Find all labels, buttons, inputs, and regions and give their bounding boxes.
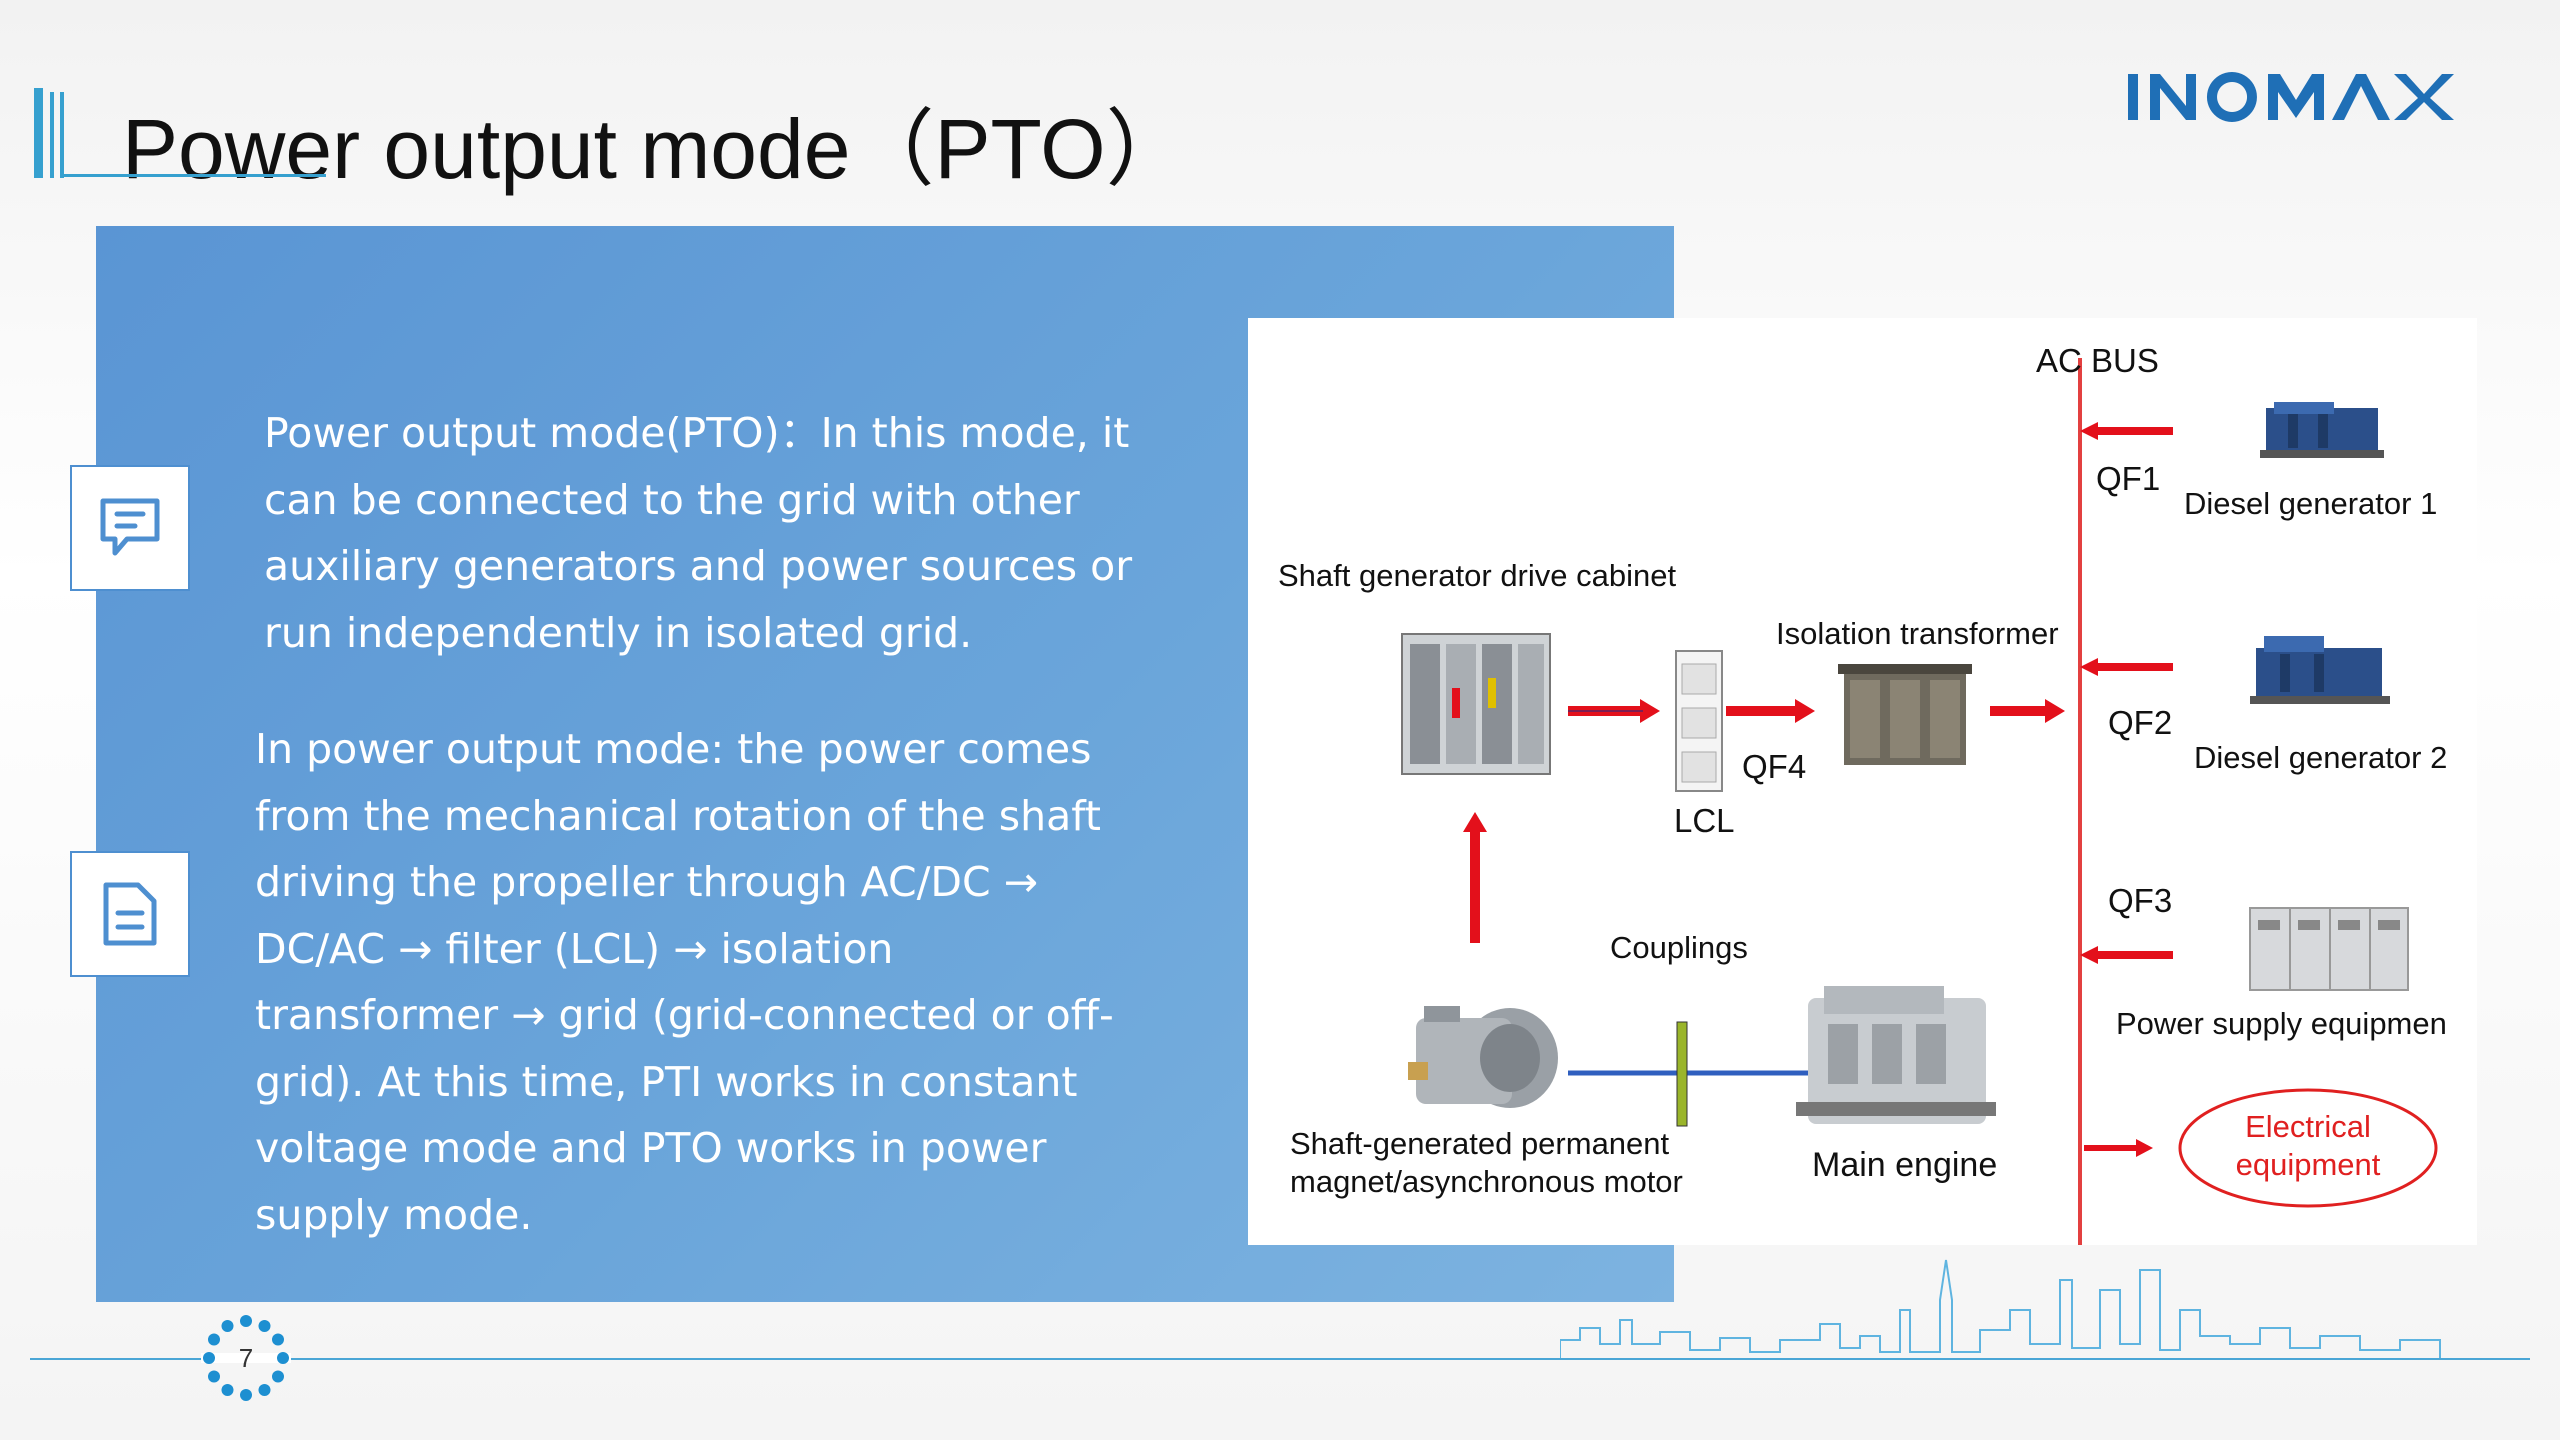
qf1-label: QF1: [2096, 460, 2161, 497]
page-title: Power output mode（PTO）: [122, 102, 1190, 196]
diesel-generator-2-label: Diesel generator 2: [2194, 740, 2448, 775]
inomax-logo: [2128, 64, 2462, 137]
paragraph-1: Power output mode(PTO)：In this mode, it …: [264, 409, 1133, 657]
electrical-equipment-ellipse: [2178, 1088, 2438, 1208]
lcl-label: LCL: [1674, 802, 1735, 839]
document-icon: [103, 882, 157, 946]
main-engine-image: [1796, 986, 1996, 1124]
load-arrow: [2084, 1139, 2153, 1157]
couplings-label: Couplings: [1610, 930, 1748, 965]
drive-cabinet-image: [1401, 633, 1551, 775]
motor-image: [1408, 1006, 1558, 1108]
motor-label-line-2: magnet/asynchronous motor: [1290, 1164, 1683, 1199]
comment-icon-box: [70, 465, 190, 591]
drive-cabinet-label: Shaft generator drive cabinet: [1278, 558, 1677, 593]
title-underline: [62, 174, 326, 177]
inomax-logo-mark: [2128, 72, 2454, 122]
qf1-arrow: [2080, 422, 2173, 440]
cabinet-to-lcl-arrow: [1568, 699, 1660, 723]
motor-to-cabinet-arrow: [1463, 812, 1487, 943]
transformer-to-bus-arrow: [1990, 699, 2065, 723]
title-decoration: [34, 88, 64, 178]
diagram-graphics: [1401, 358, 2438, 1245]
qf3-arrow: [2080, 946, 2173, 964]
diesel-generator-1-label: Diesel generator 1: [2184, 486, 2438, 521]
lcl-to-transformer-arrow: [1726, 699, 1815, 723]
qf2-label: QF2: [2108, 704, 2173, 741]
motor-label-line-1: Shaft-generated permanent: [1290, 1126, 1670, 1161]
isolation-transformer-image: [1838, 664, 1972, 765]
comment-icon: [100, 498, 160, 556]
paragraph-2: In power output mode: the power comes fr…: [255, 725, 1114, 1239]
coupling: [1676, 1021, 1688, 1127]
diesel-generator-2-image: [2250, 636, 2390, 704]
city-skyline-decoration: [1560, 1259, 2441, 1360]
qf3-label: QF3: [2108, 882, 2173, 919]
document-icon-box: [70, 851, 190, 977]
ac-bus-label: AC BUS: [2036, 342, 2159, 379]
pto-diagram: AC BUS QF1 Diesel generator 1 Shaft gene…: [1248, 318, 2477, 1245]
page-number: 7: [238, 1342, 254, 1373]
dotted-circle-icon: [201, 1315, 291, 1401]
footer-line: [30, 1358, 2530, 1360]
electrical-equipment-label: Electrical equipment: [2235, 1109, 2381, 1182]
diesel-generator-1-image: [2260, 402, 2384, 458]
page-number-badge: 7: [201, 1315, 291, 1401]
qf2-arrow: [2080, 658, 2173, 676]
isolation-transformer-label: Isolation transformer: [1776, 616, 2059, 651]
qf4-label: QF4: [1742, 748, 1807, 785]
lcl-filter-image: [1675, 650, 1723, 792]
power-supply-label: Power supply equipmen: [2116, 1006, 2447, 1041]
power-supply-equipment-image: [2249, 907, 2409, 991]
main-engine-label: Main engine: [1812, 1146, 1998, 1184]
